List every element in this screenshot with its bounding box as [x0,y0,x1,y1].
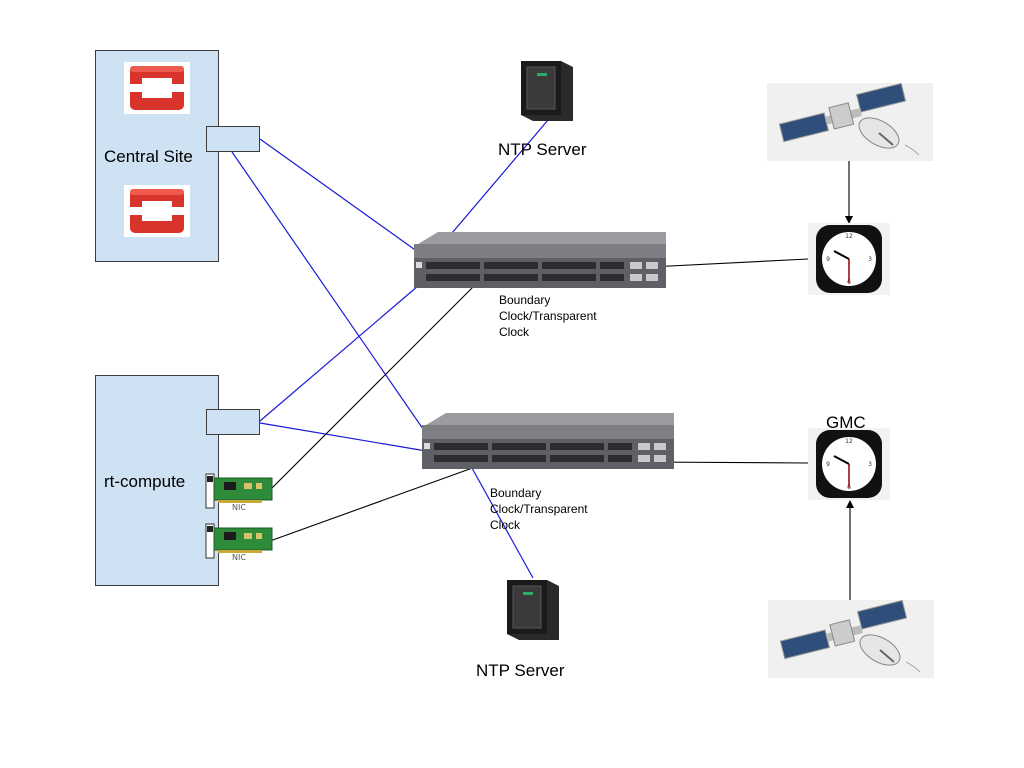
satellite-icon [767,83,933,161]
rt-compute-port[interactable] [206,409,260,435]
nic-label: NIC [232,553,246,562]
link-ntp2-to-switch2 [461,449,534,579]
gmc-label: GMC [826,413,866,432]
nic-label: NIC [232,503,246,512]
clock-icon: 12369 [808,428,890,500]
link-rtcompute-to-switch1 [259,273,433,422]
server-tower-icon [507,580,559,640]
svg-text:9: 9 [826,256,830,263]
svg-text:12: 12 [845,233,853,240]
central-site-label: Central Site [104,147,193,166]
satellite-icon [768,600,934,678]
switch-2-label: Boundary Clock/Transparent Clock [490,486,588,532]
switch-1-label: Boundary Clock/Transparent Clock [499,293,597,339]
link-central-to-switch2 [231,151,433,443]
openstack-logo-icon [124,62,190,114]
svg-text:3: 3 [868,256,872,263]
rt-compute-label: rt-compute [104,472,186,491]
svg-text:9: 9 [826,461,830,468]
clock-icon: 12369 [808,223,890,295]
central-site-port[interactable] [206,126,260,152]
ntp-server-2-label: NTP Server [476,661,565,680]
network-switch-icon [414,232,666,288]
nic-card-icon: NIC [205,523,273,562]
link-nic2-to-switch2 [269,465,479,542]
network-switch-icon [422,413,674,469]
rt-compute-box [95,375,219,586]
nic-card-icon: NIC [205,473,273,512]
link-central-to-switch1 [259,138,433,263]
server-tower-icon [521,61,573,121]
svg-text:3: 3 [868,461,872,468]
svg-text:12: 12 [845,438,853,445]
ntp-server-1-label: NTP Server [498,140,587,159]
link-rtcompute-to-switch2 [259,422,433,453]
link-nic1-to-switch1 [269,281,479,491]
openstack-logo-icon [124,185,190,237]
